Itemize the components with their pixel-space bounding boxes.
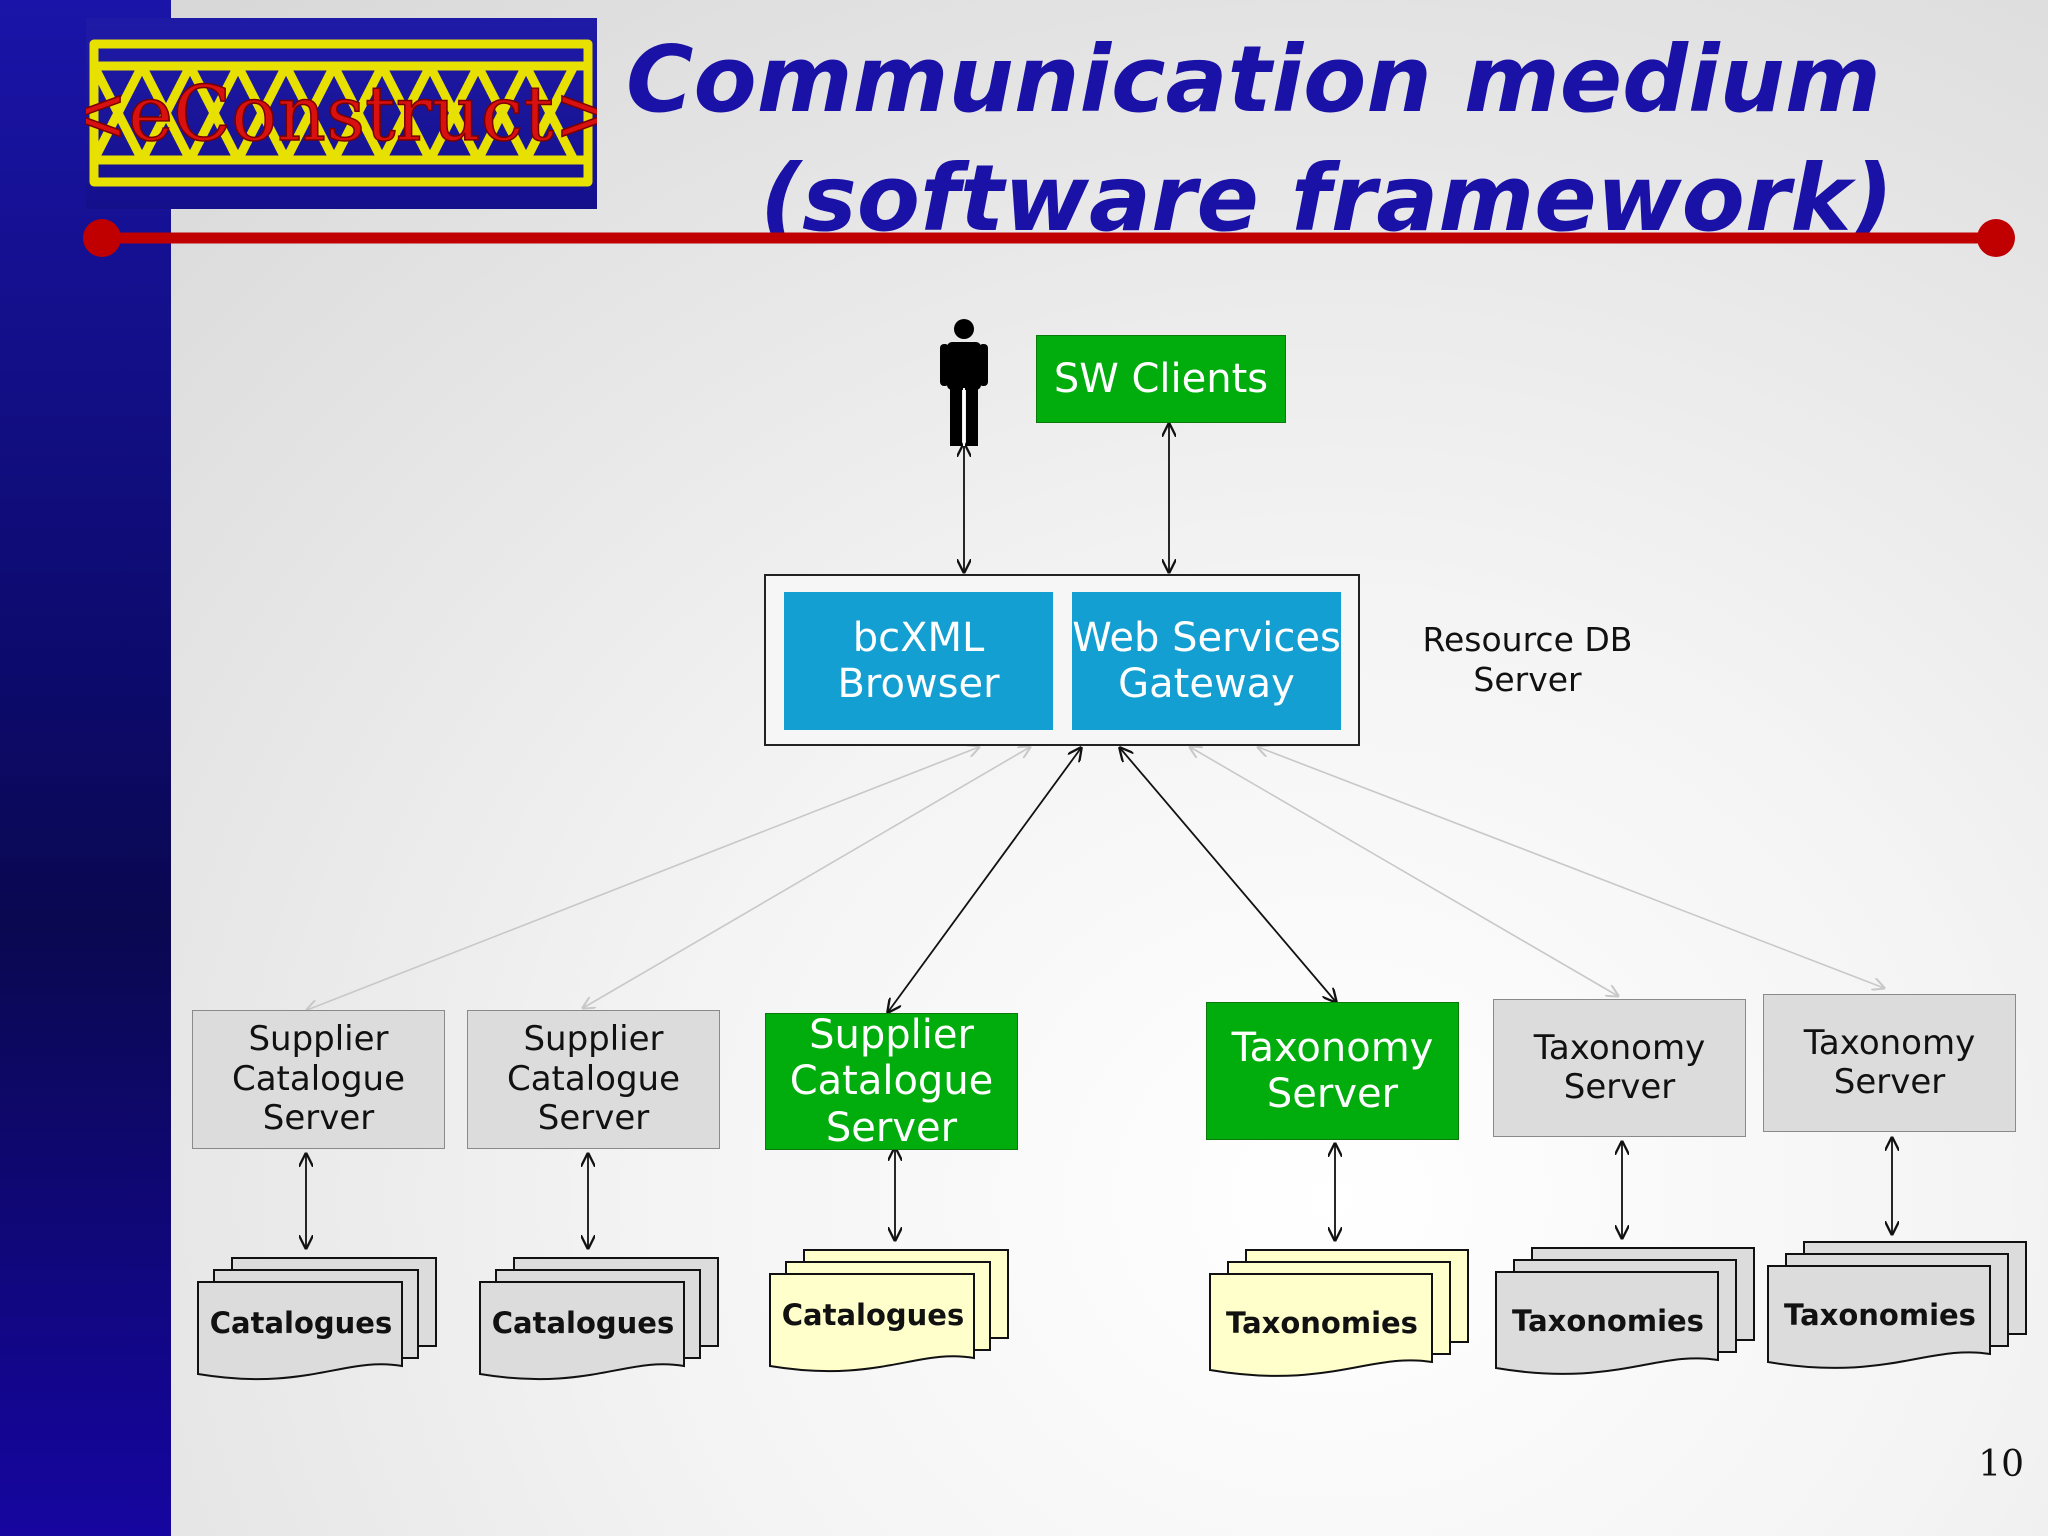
sw-clients-box[interactable]: SW Clients bbox=[1036, 335, 1286, 423]
taxonomies-label-3: Taxonomies bbox=[1784, 1298, 1976, 1332]
taxonomy-server-active[interactable]: Taxonomy Server bbox=[1206, 1002, 1459, 1140]
catalogues-doc-stack-active bbox=[769, 1249, 1009, 1373]
slide-title-line-1: Communication medium bbox=[626, 26, 1881, 133]
taxonomies-doc-stack-3 bbox=[1767, 1241, 2027, 1369]
resource-db-server-label: Resource DB Server bbox=[1422, 620, 1633, 699]
supplier-catalogue-server-1[interactable]: Supplier Catalogue Server bbox=[192, 1010, 445, 1149]
taxonomy-server-2[interactable]: Taxonomy Server bbox=[1493, 999, 1746, 1137]
svg-text:<eConstruct>: <eConstruct> bbox=[86, 69, 597, 158]
bcxml-browser-box[interactable]: bcXML Browser bbox=[784, 592, 1053, 730]
catalogues-label-1: Catalogues bbox=[209, 1306, 393, 1340]
person-icon bbox=[940, 319, 988, 446]
taxonomies-doc-stack-active bbox=[1209, 1249, 1469, 1377]
supplier-catalogue-server-active[interactable]: Supplier Catalogue Server bbox=[765, 1012, 1018, 1151]
catalogues-label-2: Catalogues bbox=[491, 1306, 675, 1340]
taxonomies-label-2: Taxonomies bbox=[1512, 1304, 1704, 1338]
econstruct-logo: <eConstruct> bbox=[86, 39, 597, 187]
catalogues-doc-stack-2 bbox=[479, 1257, 719, 1381]
taxonomy-server-3[interactable]: Taxonomy Server bbox=[1763, 994, 2016, 1132]
taxonomies-doc-stack-2 bbox=[1495, 1247, 1755, 1375]
taxonomies-label-active: Taxonomies bbox=[1226, 1306, 1418, 1340]
supplier-catalogue-server-2[interactable]: Supplier Catalogue Server bbox=[467, 1010, 720, 1149]
page-number: 10 bbox=[1978, 1444, 2024, 1485]
catalogues-doc-stack-1 bbox=[197, 1257, 437, 1381]
left-sidebar-band bbox=[0, 0, 171, 1536]
web-services-gateway-box[interactable]: Web Services Gateway bbox=[1072, 592, 1341, 730]
catalogues-label-active: Catalogues bbox=[781, 1298, 965, 1332]
slide-title-line-2: (software framework) bbox=[760, 145, 1894, 252]
